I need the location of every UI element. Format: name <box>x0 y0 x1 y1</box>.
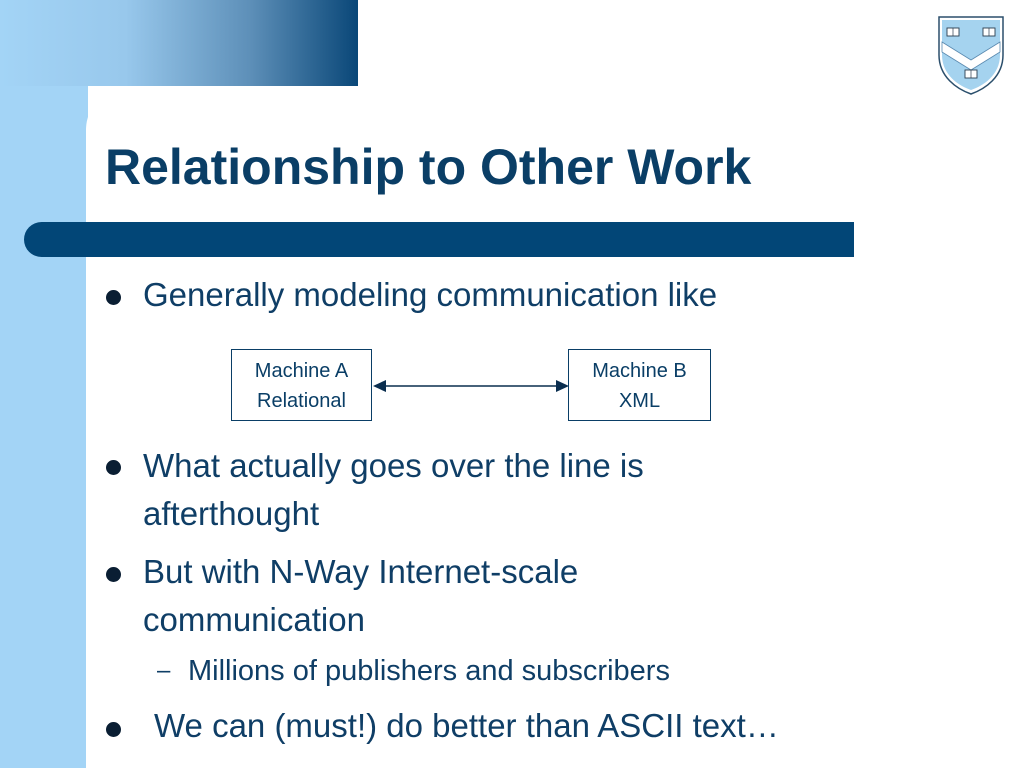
machine-a-label: Machine A <box>254 360 349 382</box>
sub-bullet-text: Millions of publishers and subscribers <box>188 655 670 687</box>
machine-a-box: Machine A Relational <box>231 349 372 421</box>
machine-b-label: Machine B <box>592 360 687 382</box>
machine-a-type: Relational <box>257 390 346 412</box>
title-underline-bar <box>24 222 854 257</box>
left-sidebar-band <box>0 86 88 768</box>
bullet-text: But with N-Way Internet-scale <box>143 553 579 590</box>
bullet-text: What actually goes over the line is <box>143 447 644 484</box>
bullet-dot <box>106 460 121 475</box>
bidirectional-arrow-icon <box>373 380 569 392</box>
bullet-dot <box>106 722 121 737</box>
slide-title: Relationship to Other Work <box>105 139 752 195</box>
bullet-text-continuation: afterthought <box>143 495 320 532</box>
bullet-dot <box>106 567 121 582</box>
bullet-text: We can (must!) do better than ASCII text… <box>154 707 779 744</box>
bullet-text: Generally modeling communication like <box>143 276 718 313</box>
university-shield-crest-icon <box>938 16 1004 95</box>
header-gradient-strip <box>0 0 358 86</box>
machine-b-box: Machine B XML <box>568 349 711 421</box>
sub-bullet-dash: – <box>157 657 171 684</box>
content-panel <box>86 86 1024 768</box>
machine-b-type: XML <box>618 390 661 412</box>
bullet-dot <box>106 290 121 305</box>
bullet-text-continuation: communication <box>143 601 365 638</box>
